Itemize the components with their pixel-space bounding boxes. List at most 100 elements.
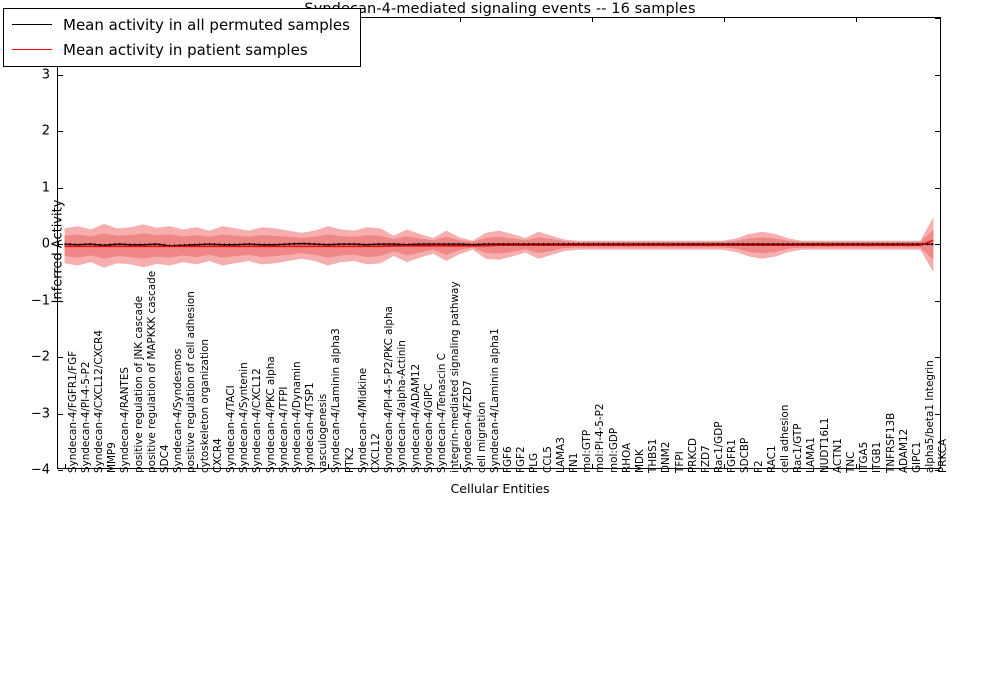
x-tick-label: Syndecan-4/Syntenin: [238, 362, 251, 473]
x-tick-label: Syndecan-4/FZD7: [462, 380, 475, 473]
x-tick-mark-top: [592, 18, 594, 22]
y-tick-label: −3: [30, 406, 50, 421]
y-tick-label: −1: [30, 293, 50, 308]
y-tick-mark: [58, 300, 63, 302]
y-tick-mark-right: [935, 18, 940, 19]
x-tick-label: alpha5/beta1 Integrin: [924, 360, 937, 473]
x-tick-label: PRKCA: [937, 438, 950, 473]
y-axis-title: Inferred Activity: [50, 199, 66, 304]
x-tick-label: CCL5: [541, 446, 554, 473]
permuted-mean-markers: [64, 242, 934, 248]
plot-area: [58, 18, 940, 468]
x-tick-label: ACTN1: [831, 438, 844, 473]
y-tick-mark: [58, 74, 63, 76]
x-tick-label: mol:GTP: [581, 429, 594, 473]
x-tick-mark-top: [724, 18, 726, 22]
legend-line-red-icon: [12, 49, 52, 50]
y-tick-label: 1: [41, 180, 50, 195]
x-tick-label: PRKCD: [686, 438, 699, 473]
y-tick-label: 3: [41, 67, 50, 82]
y-tick-mark-right: [935, 187, 940, 189]
x-tick-label: Syndecan-4/PI-4-5-P2: [79, 361, 92, 473]
legend-item-patient[interactable]: Mean activity in patient samples: [12, 39, 350, 60]
plot-axes: 43210−1−2−3−4 Inferred Activity: [31, 11, 941, 478]
y-tick-label: 0: [41, 236, 50, 252]
legend-item-permuted[interactable]: Mean activity in all permuted samples: [12, 14, 350, 35]
x-tick-label: F2: [752, 460, 765, 473]
y-tick-mark: [58, 131, 63, 132]
x-tick-label: cell adhesion: [779, 404, 792, 473]
x-tick-label: Syndecan-4/TACI: [224, 385, 237, 473]
y-tick-mark-right: [935, 244, 940, 245]
x-tick-label: positive regulation of cell adhesion: [185, 291, 198, 473]
x-axis-title: Cellular Entities: [450, 481, 550, 496]
legend-label-patient: Mean activity in patient samples: [63, 40, 308, 59]
y-tick-mark-right: [935, 413, 940, 415]
x-tick-label: CXCR4: [211, 438, 224, 473]
x-tick-label: FN1: [567, 452, 580, 473]
x-tick-label: cytoskeleton organization: [198, 339, 211, 473]
x-tick-label: CXCL12: [370, 433, 383, 473]
x-tick-label: THBS1: [647, 438, 660, 473]
chart-title: Syndecan-4-mediated signaling events -- …: [304, 1, 696, 17]
y-tick-mark-right: [935, 131, 940, 132]
x-tick-mark: [856, 464, 858, 468]
x-tick-label: Syndecan-4/TSP1: [304, 382, 317, 473]
x-tick-label: MDK: [633, 449, 646, 473]
x-tick-label: mol:GDP: [607, 427, 620, 473]
x-tick-label: Rac1/GDP: [713, 421, 726, 473]
y-tick-label: 2: [41, 123, 50, 139]
x-tick-label: FZD7: [699, 445, 712, 473]
x-tick-label: TNFRSF13B: [884, 412, 897, 473]
x-tick-label: DNM2: [660, 441, 673, 473]
x-tick-label: positive regulation of JNK cascade: [132, 296, 145, 473]
y-tick-mark: [58, 413, 63, 415]
figure: Syndecan-4-mediated signaling events -- …: [3, 1, 950, 496]
x-tick-label: PLG: [528, 452, 541, 473]
y-tick-mark-right: [935, 74, 940, 76]
x-tick-label: Syndecan-4/FGFR1/FGF: [66, 350, 79, 473]
x-tick-label: Syndecan-4/Midkine: [356, 367, 369, 473]
x-tick-label: RAC1: [765, 445, 778, 473]
x-tick-label: PTK2: [343, 446, 356, 473]
x-tick-mark: [724, 464, 726, 468]
x-tick-label: TFPI: [673, 451, 686, 473]
x-tick-label: ITGA5: [858, 441, 871, 473]
legend-label-permuted: Mean activity in all permuted samples: [63, 15, 350, 34]
x-tick-label: Syndecan-4/ADAM12: [409, 363, 422, 473]
x-tick-label: TNC: [845, 451, 858, 473]
legend[interactable]: Mean activity in all permuted samples Me…: [3, 8, 361, 67]
x-tick-label: Syndecan-4/Tenascin C: [436, 353, 449, 473]
x-tick-label: GIPC1: [911, 441, 923, 473]
x-tick-label: Syndecan-4/alpha-Actinin: [396, 340, 409, 473]
x-tick-label: Rac1/GTP: [792, 423, 805, 473]
legend-line-black-icon: [12, 24, 52, 25]
x-tick-label: LAMA1: [805, 437, 818, 473]
y-tick-mark-right: [935, 470, 940, 471]
x-tick-label: ADAM12: [897, 428, 910, 473]
series-layer: [64, 217, 934, 273]
x-tick-label: Syndecan-4/Syndesmos: [172, 348, 185, 473]
x-tick-label: MMP9: [106, 442, 119, 473]
x-tick-label: Syndecan-4/Laminin alpha3: [330, 328, 343, 473]
x-tick-label: SDCBP: [739, 437, 752, 473]
x-tick-label: Syndecan-4/PI-4-5-P2/PKC alpha: [383, 306, 396, 473]
x-tick-label: mol:PI-4-5-P2: [594, 403, 607, 473]
x-tick-label: NUDT16L1: [818, 417, 831, 473]
x-tick-label: Syndecan-4/PKC alpha: [264, 356, 277, 473]
x-tick-mark: [460, 464, 462, 468]
x-tick-label: Syndecan-4/GIPC: [422, 383, 435, 473]
x-tick-label: Syndecan-4/RANTES: [119, 366, 132, 473]
y-tick-mark-right: [935, 300, 940, 302]
y-tick-label: −4: [30, 462, 50, 478]
x-tick-label: FGFR1: [726, 439, 739, 473]
x-tick-mark: [64, 464, 66, 468]
x-tick-label: Syndecan-4/Laminin alpha1: [488, 328, 501, 473]
x-tick-mark-top: [460, 18, 462, 22]
x-tick-label: Syndecan-4/CXCL12: [251, 368, 264, 473]
x-tick-label: Syndecan-4/CXCL12/CXCR4: [92, 330, 105, 473]
x-tick-label: vasculogenesis: [317, 393, 330, 473]
x-tick-label: Syndecan-4/TFPI: [277, 386, 290, 474]
y-tick-mark: [58, 357, 63, 358]
x-tick-label: FGF2: [515, 446, 528, 473]
